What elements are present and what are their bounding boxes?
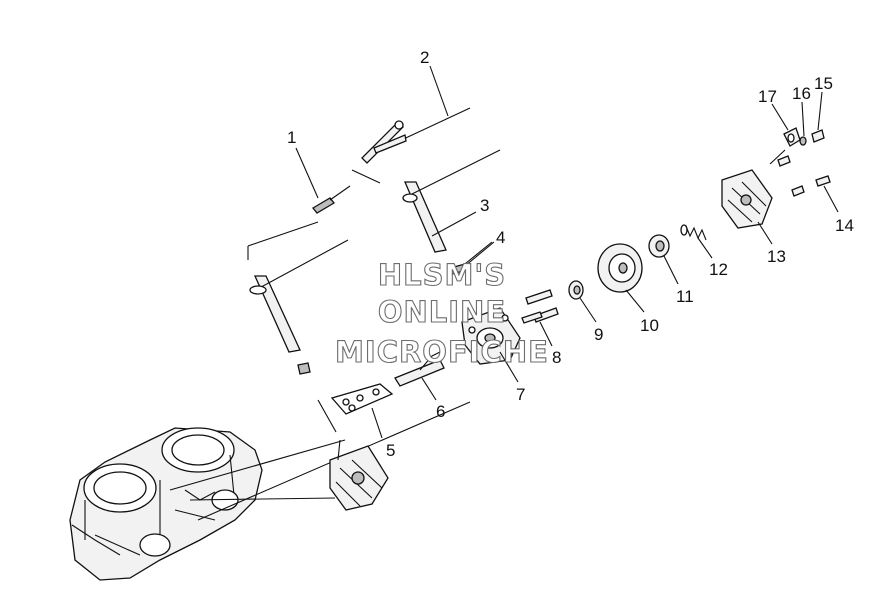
callout-2: 2 — [420, 48, 429, 67]
callout-leaders — [295, 65, 839, 439]
callout-15: 15 — [814, 74, 833, 93]
callout-8: 8 — [552, 348, 561, 367]
callout-14: 14 — [835, 216, 854, 235]
callout-11: 11 — [676, 287, 694, 306]
part-8-bolts — [521, 289, 559, 324]
part-1-screw — [312, 185, 351, 214]
watermark: HLSM'S ONLINE MICROFICHE — [335, 257, 549, 369]
part-4-pin — [449, 241, 493, 275]
part-14-bolts — [777, 155, 831, 197]
part-15-fitting — [811, 129, 825, 143]
part-16-washer — [799, 136, 807, 146]
callout-16: 16 — [792, 84, 811, 103]
part-9-washer — [568, 280, 584, 300]
callout-17: 17 — [758, 87, 777, 106]
part-7-pump-base — [461, 307, 521, 365]
part-12-spring — [680, 224, 707, 241]
callout-7: 7 — [516, 385, 525, 404]
callout-3: 3 — [480, 196, 489, 215]
watermark-line-1: HLSM'S — [378, 258, 506, 292]
part-10-diaphragm — [597, 243, 643, 293]
left-shaft — [249, 239, 349, 375]
part-6-lever — [394, 351, 445, 387]
callout-5: 5 — [386, 441, 395, 460]
part-13-pump-cover — [721, 169, 773, 229]
callout-numbers: 1 2 3 4 5 6 7 8 9 10 11 12 13 14 15 16 1… — [287, 48, 854, 460]
part-17-clip — [783, 127, 801, 147]
callout-1: 1 — [287, 128, 296, 147]
part-11-cup — [648, 234, 670, 258]
watermark-line-3: MICROFICHE — [335, 335, 549, 369]
engine-cylinder-block — [69, 427, 263, 581]
part-2-throttle-rod — [361, 107, 471, 164]
callout-13: 13 — [767, 247, 786, 266]
callout-9: 9 — [594, 325, 603, 344]
callout-6: 6 — [436, 402, 445, 421]
callout-4: 4 — [496, 228, 505, 247]
lower-pump-cover — [329, 439, 389, 511]
watermark-line-2: ONLINE — [378, 295, 506, 329]
callout-10: 10 — [640, 316, 659, 335]
part-5-gasket — [330, 383, 394, 415]
callout-12: 12 — [709, 260, 728, 279]
